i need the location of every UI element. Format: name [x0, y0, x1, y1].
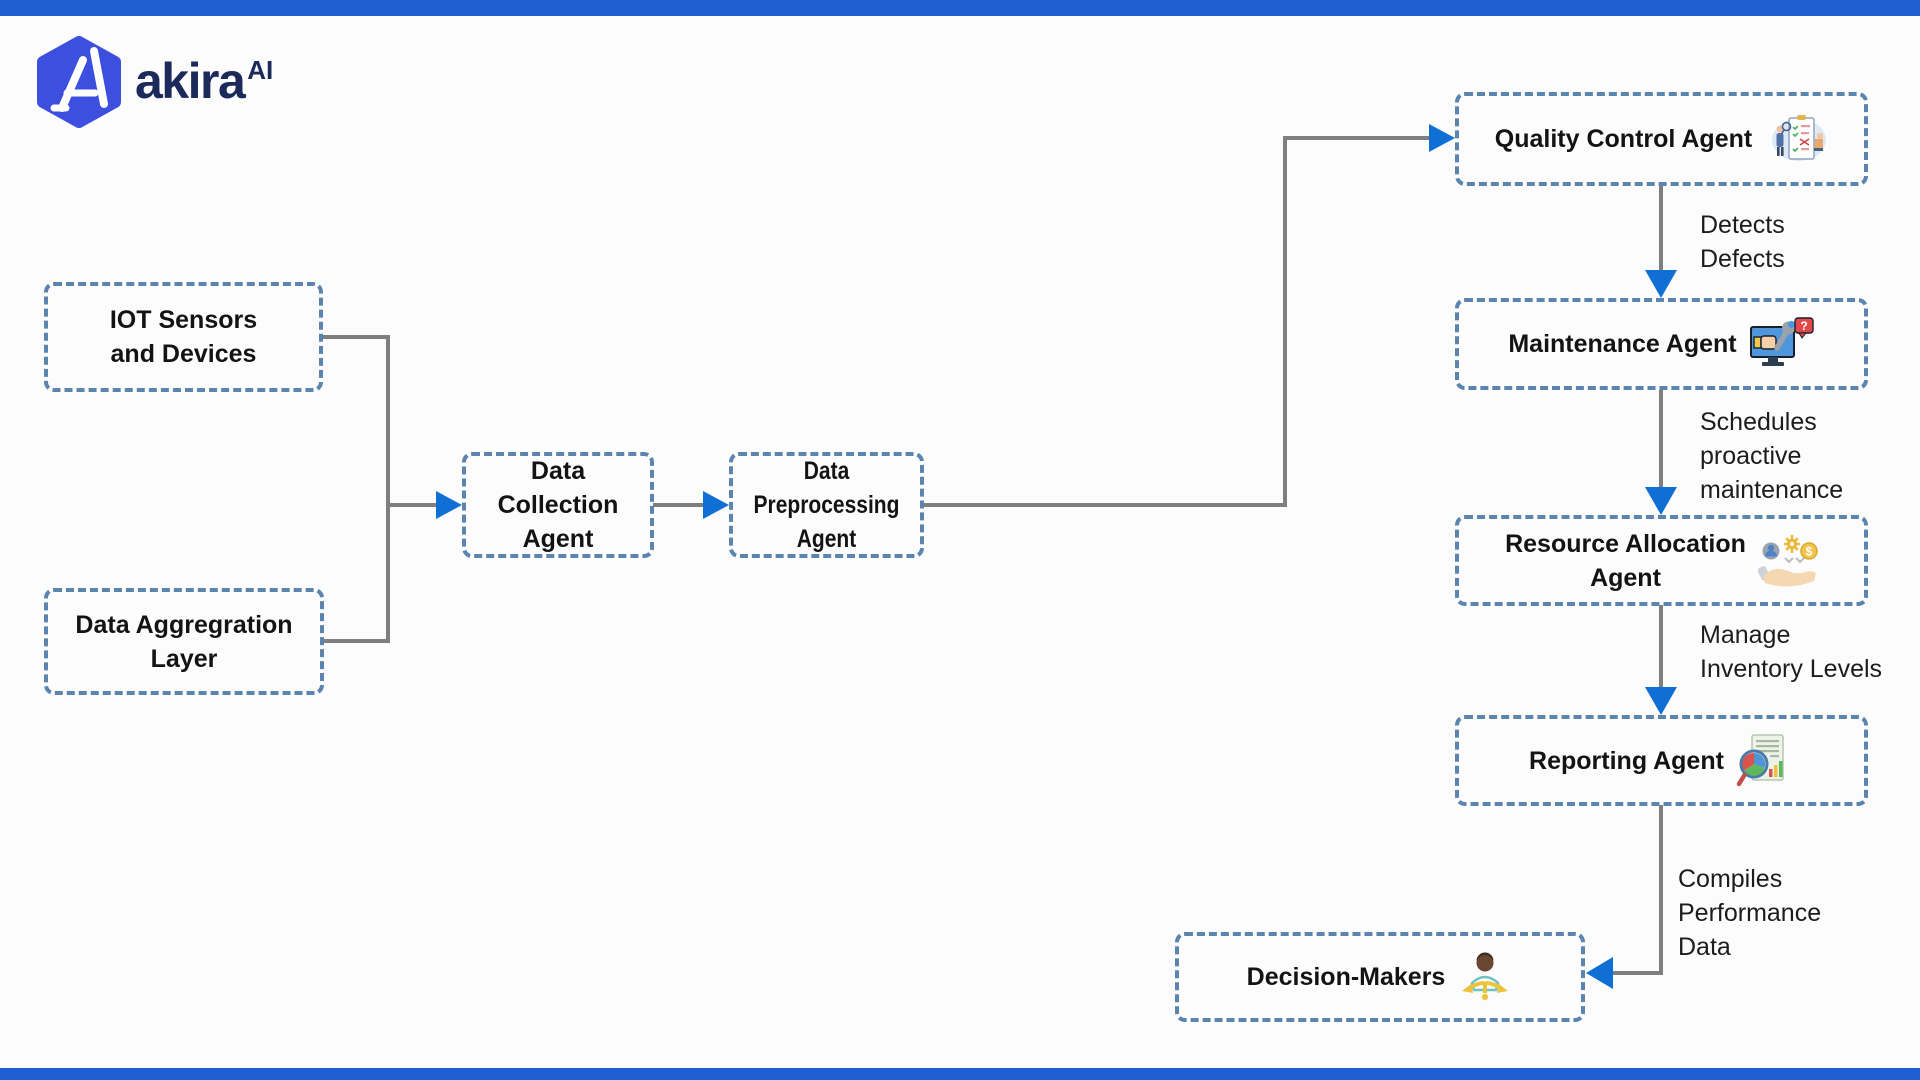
- node-label: Data Collection Agent: [497, 457, 619, 553]
- node-quality-control-agent: Quality Control Agent: [1455, 92, 1868, 186]
- connector-junction-vertical: [386, 335, 390, 643]
- node-label: Data Aggregration Layer: [75, 610, 293, 673]
- svg-text:$: $: [1806, 544, 1813, 558]
- connector-iot-out: [322, 335, 390, 339]
- connector-quality-to-maintenance: [1659, 185, 1663, 270]
- akira-hexagon-icon: [33, 36, 125, 133]
- node-data-preprocessing-agent: Data Preprocessing Agent: [729, 452, 924, 558]
- connector-collection-to-preprocessing: [653, 503, 705, 507]
- edge-label-manage-inventory: Manage Inventory Levels: [1700, 621, 1883, 683]
- node-label: Data Preprocessing Agent: [753, 457, 900, 553]
- arrowhead-into-resource-icon: [1645, 487, 1677, 515]
- node-data-collection-agent: Data Collection Agent: [462, 452, 654, 558]
- node-label: Resource Allocation Agent: [1505, 529, 1746, 592]
- connector-up-to-quality: [1283, 136, 1287, 507]
- connector-maintenance-to-resource: [1659, 390, 1663, 487]
- node-iot-sensors: IOT Sensors and Devices: [44, 282, 323, 392]
- edge-label-schedules-maintenance: Schedules proactive maintenance: [1700, 408, 1844, 504]
- connector-aggregation-out: [322, 639, 390, 643]
- node-decision-makers: Decision-Makers: [1175, 932, 1585, 1022]
- connector-resource-to-reporting: [1659, 605, 1663, 687]
- decision-person-icon: [1457, 950, 1513, 1004]
- connector-into-quality: [1283, 136, 1429, 140]
- edge-label-compiles-performance: Compiles Performance Data: [1678, 865, 1822, 961]
- arrowhead-into-collection-icon: [436, 491, 462, 519]
- resource-allocation-hand-icon: $: [1757, 534, 1818, 588]
- node-maintenance-agent: Maintenance Agent ?: [1455, 298, 1868, 390]
- node-resource-allocation-agent: Resource Allocation Agent $: [1455, 515, 1868, 606]
- connector-into-decision: [1610, 971, 1663, 975]
- top-accent-bar: [0, 0, 1920, 16]
- arrowhead-into-reporting-icon: [1645, 687, 1677, 715]
- connector-into-collection: [386, 503, 438, 507]
- quality-inspection-icon: [1764, 112, 1828, 166]
- node-label: IOT Sensors and Devices: [109, 306, 258, 368]
- edge-label-detects-defects: Detects Defects: [1700, 211, 1785, 273]
- node-label: Quality Control Agent: [1494, 125, 1753, 153]
- connector-preprocessing-out: [923, 503, 1287, 507]
- node-label: Reporting Agent: [1529, 746, 1724, 775]
- connector-reporting-down: [1659, 805, 1663, 975]
- node-label: Maintenance Agent: [1508, 330, 1737, 358]
- node-label: Decision-Makers: [1246, 963, 1446, 991]
- arrowhead-into-maintenance-icon: [1645, 270, 1677, 298]
- arrowhead-into-decision-icon: [1586, 957, 1613, 989]
- svg-text:?: ?: [1800, 319, 1807, 333]
- brand-suffix: AI: [247, 55, 274, 85]
- device-repair-icon: ?: [1749, 316, 1815, 372]
- arrowhead-into-quality-icon: [1429, 124, 1455, 152]
- bottom-accent-bar: [0, 1068, 1920, 1080]
- node-data-aggregation: Data Aggregration Layer: [44, 588, 324, 695]
- node-reporting-agent: Reporting Agent: [1455, 715, 1868, 806]
- report-magnifier-icon: [1736, 733, 1794, 789]
- arrowhead-into-preprocessing-icon: [703, 491, 729, 519]
- brand-name: akira: [135, 53, 246, 109]
